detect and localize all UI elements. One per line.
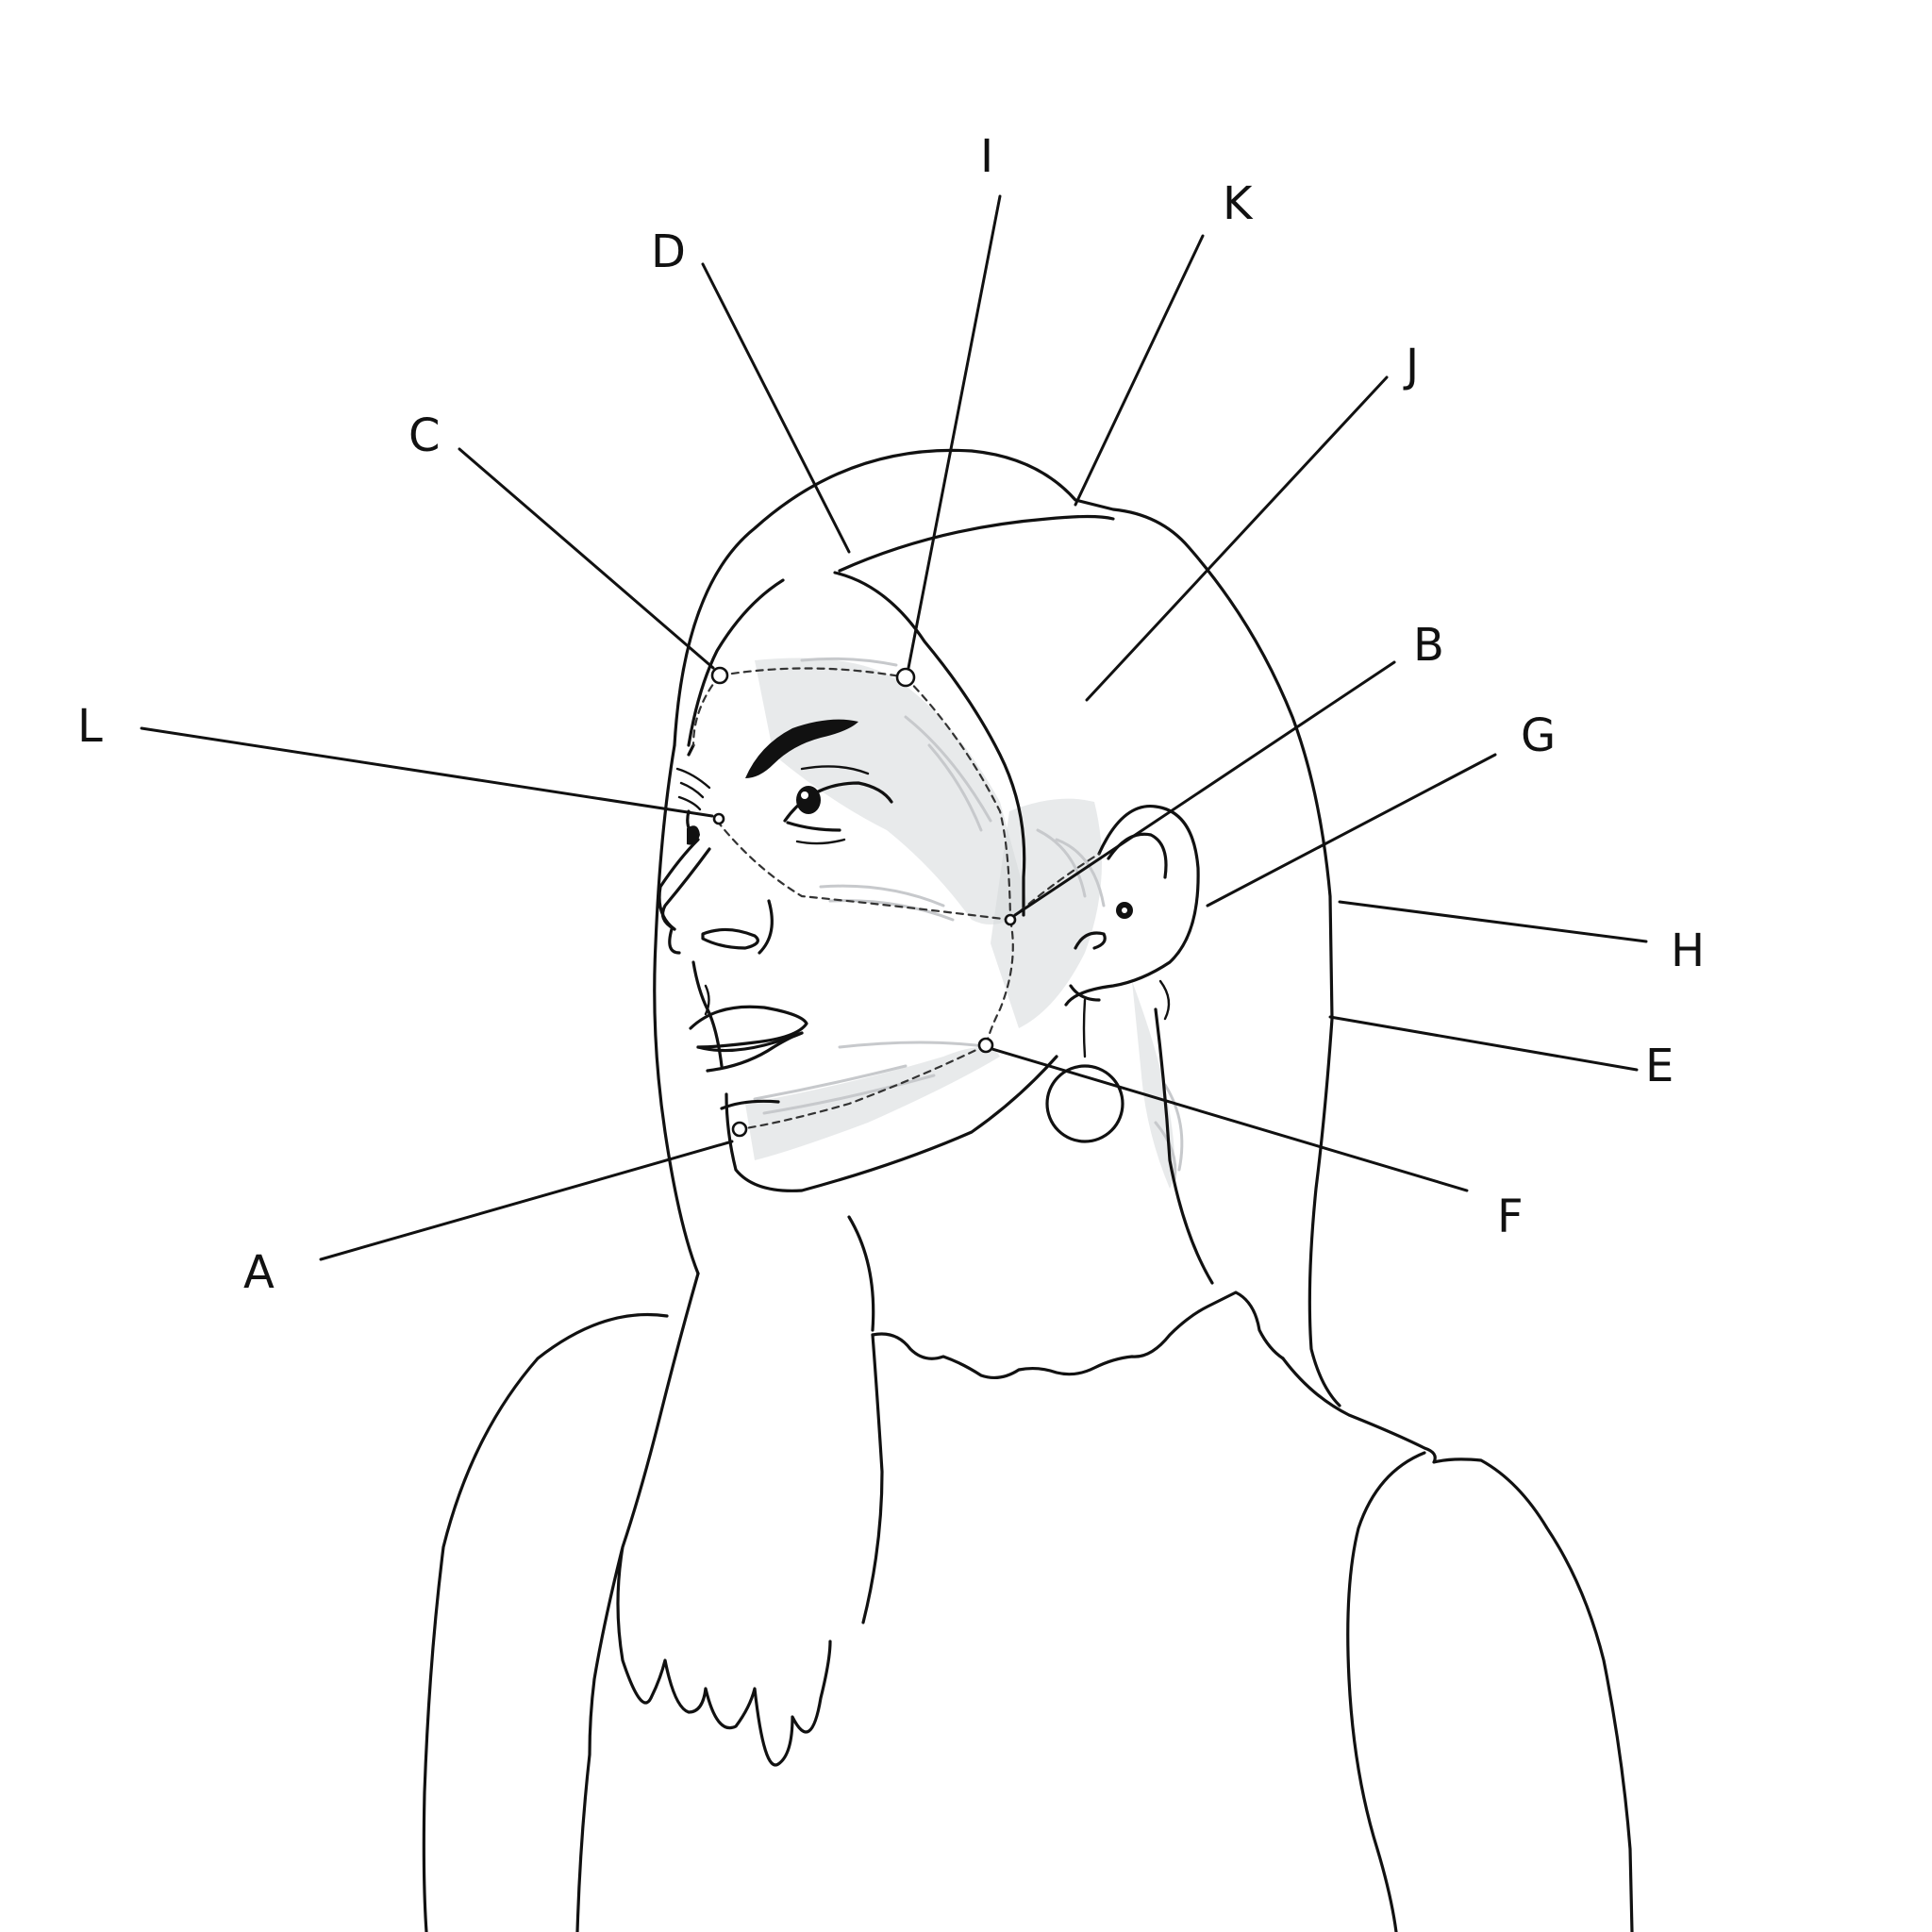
leader-B xyxy=(1013,660,1396,917)
point-L xyxy=(712,812,725,825)
leader-I xyxy=(907,194,1002,670)
point-C xyxy=(710,666,729,685)
leader-F xyxy=(991,1047,1469,1192)
leader-lines xyxy=(140,194,1648,1261)
label-A: A xyxy=(243,1246,275,1299)
leader-A xyxy=(319,1140,734,1261)
label-E: E xyxy=(1645,1040,1674,1092)
leader-J xyxy=(1085,375,1389,702)
point-I xyxy=(895,667,916,688)
eyebrow xyxy=(745,719,858,778)
label-J: J xyxy=(1403,340,1419,392)
eyebrow-left-strokes xyxy=(675,767,711,811)
neck xyxy=(847,979,1214,1332)
hair-outline xyxy=(653,448,1341,1407)
label-C: C xyxy=(408,409,441,462)
hair-ends xyxy=(575,1272,832,1932)
ear xyxy=(1064,805,1200,1007)
dashed-guides xyxy=(691,667,1101,1131)
leader-E xyxy=(1328,1015,1639,1072)
nose xyxy=(661,847,774,955)
eye xyxy=(783,765,893,845)
collar xyxy=(871,1291,1285,1380)
leader-C xyxy=(458,447,715,670)
leader-L xyxy=(140,726,714,818)
hair-part-line xyxy=(838,514,1115,573)
label-B: B xyxy=(1413,619,1444,672)
chin xyxy=(720,1099,780,1110)
label-D: D xyxy=(651,225,686,278)
leader-K xyxy=(1074,234,1205,507)
landmark-points xyxy=(710,666,1017,1138)
label-H: H xyxy=(1671,924,1705,977)
label-L: L xyxy=(77,700,103,753)
left-eye-mark xyxy=(687,825,700,845)
label-F: F xyxy=(1497,1191,1524,1243)
label-K: K xyxy=(1223,177,1254,230)
mouth xyxy=(689,984,808,1073)
label-G: G xyxy=(1521,709,1556,762)
body-outline xyxy=(422,1312,1634,1932)
labels: A B C D E F G H I J K L xyxy=(77,130,1705,1299)
earring xyxy=(1045,998,1124,1143)
label-I: I xyxy=(980,130,993,183)
point-B xyxy=(1004,913,1017,926)
leader-G xyxy=(1206,753,1497,908)
point-A xyxy=(731,1121,748,1138)
leader-H xyxy=(1338,900,1648,943)
leader-D xyxy=(701,262,851,554)
point-F xyxy=(977,1037,994,1054)
